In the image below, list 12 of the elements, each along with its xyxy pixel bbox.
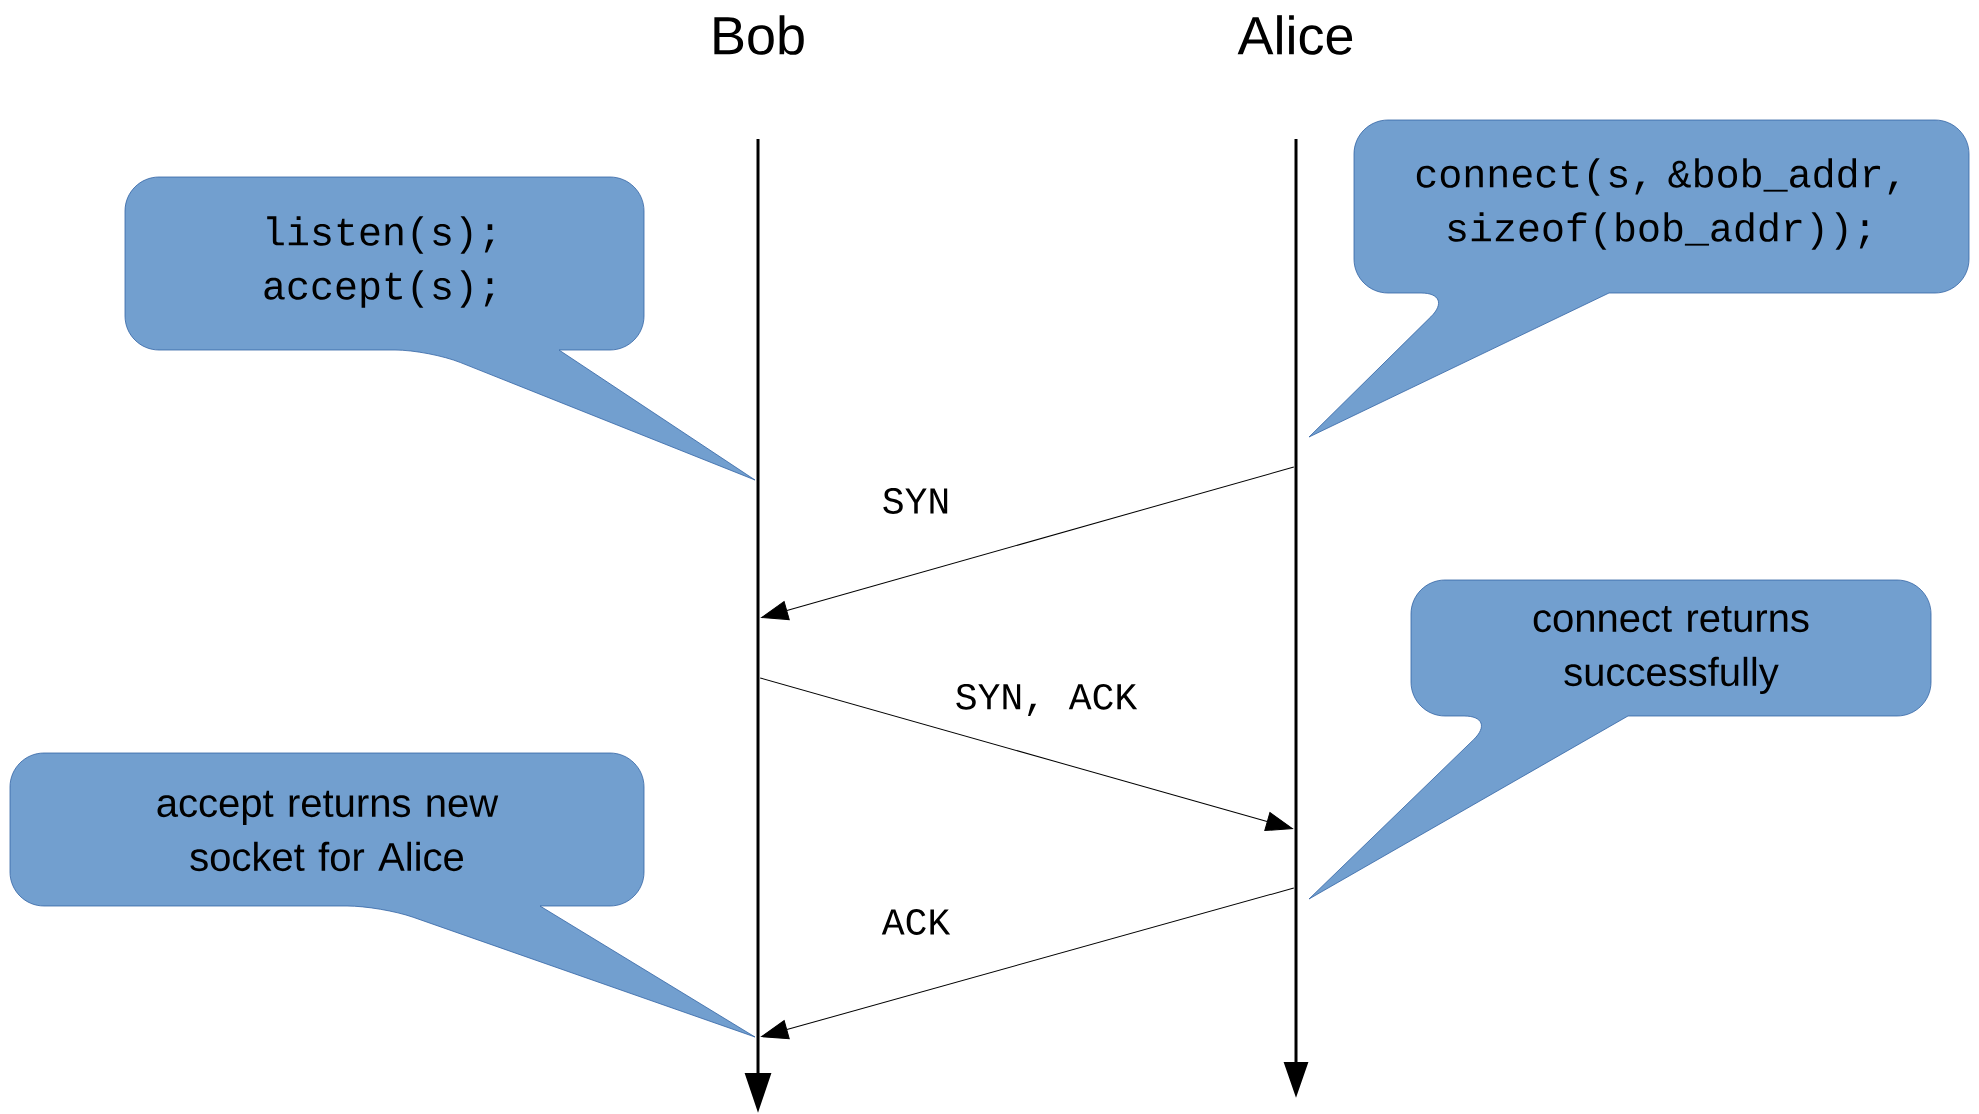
edge-label: ACK <box>881 909 951 935</box>
message-arrow <box>761 887 1295 1040</box>
participant-name: Alice <box>1237 15 1353 55</box>
edge-label: SYN <box>883 488 948 514</box>
message-arrow <box>761 466 1295 621</box>
edge-label: SYN, ACK <box>956 683 1138 717</box>
speech-bubble: connect(s, &bob_addr, sizeof(bob_addr)); <box>1308 119 1970 438</box>
speech-bubble: listen(s); accept(s); <box>124 176 756 481</box>
participant-name: Bob <box>714 15 804 55</box>
message-arrow <box>759 677 1293 832</box>
speech-bubble: accept returns new socket for Alice <box>9 752 756 1038</box>
speech-bubble: connect returns successfully <box>1308 579 1932 900</box>
